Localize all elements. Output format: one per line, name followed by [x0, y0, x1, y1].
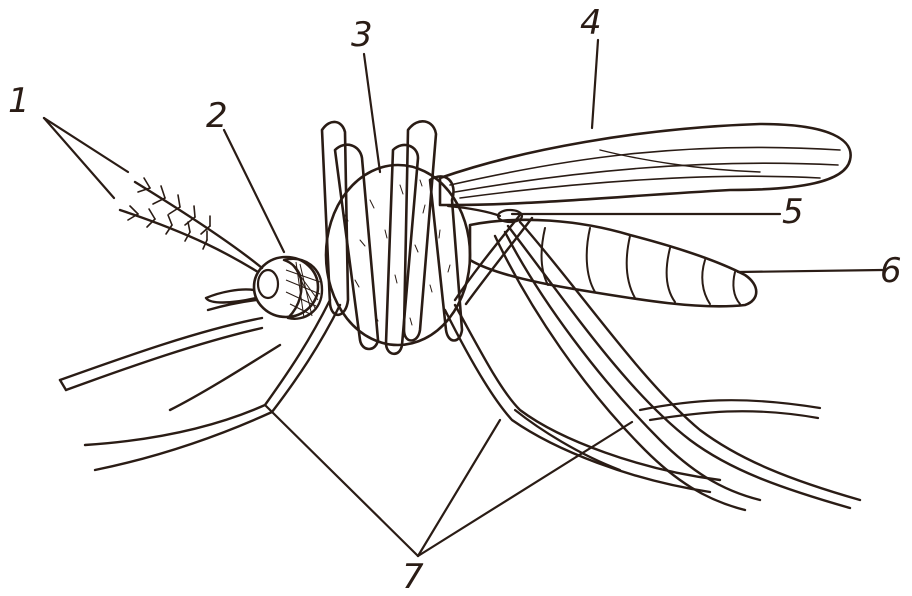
label-6: 6: [880, 254, 902, 288]
label-7: 7: [402, 560, 424, 594]
pointer-7c: [418, 422, 632, 556]
pointer-1b: [44, 118, 114, 198]
pointer-3: [364, 54, 380, 172]
pointer-7b: [418, 420, 500, 556]
leg-femurs: [322, 121, 532, 354]
pointer-6: [738, 270, 882, 272]
label-3: 3: [351, 18, 373, 52]
pointer-7a: [266, 406, 418, 556]
head: [254, 257, 322, 319]
right-legs: [445, 222, 860, 510]
left-legs: [60, 300, 340, 470]
antenna-bristles: [128, 178, 210, 249]
pointer-2: [224, 130, 284, 252]
label-1: 1: [8, 84, 30, 118]
pointer-lines: [44, 40, 882, 556]
label-2: 2: [206, 99, 228, 133]
antennae: [120, 178, 262, 272]
label-4: 4: [580, 6, 602, 40]
pointer-4: [592, 40, 598, 128]
pointer-1a: [44, 118, 128, 172]
label-5: 5: [782, 195, 804, 229]
mouthparts: [206, 289, 256, 310]
